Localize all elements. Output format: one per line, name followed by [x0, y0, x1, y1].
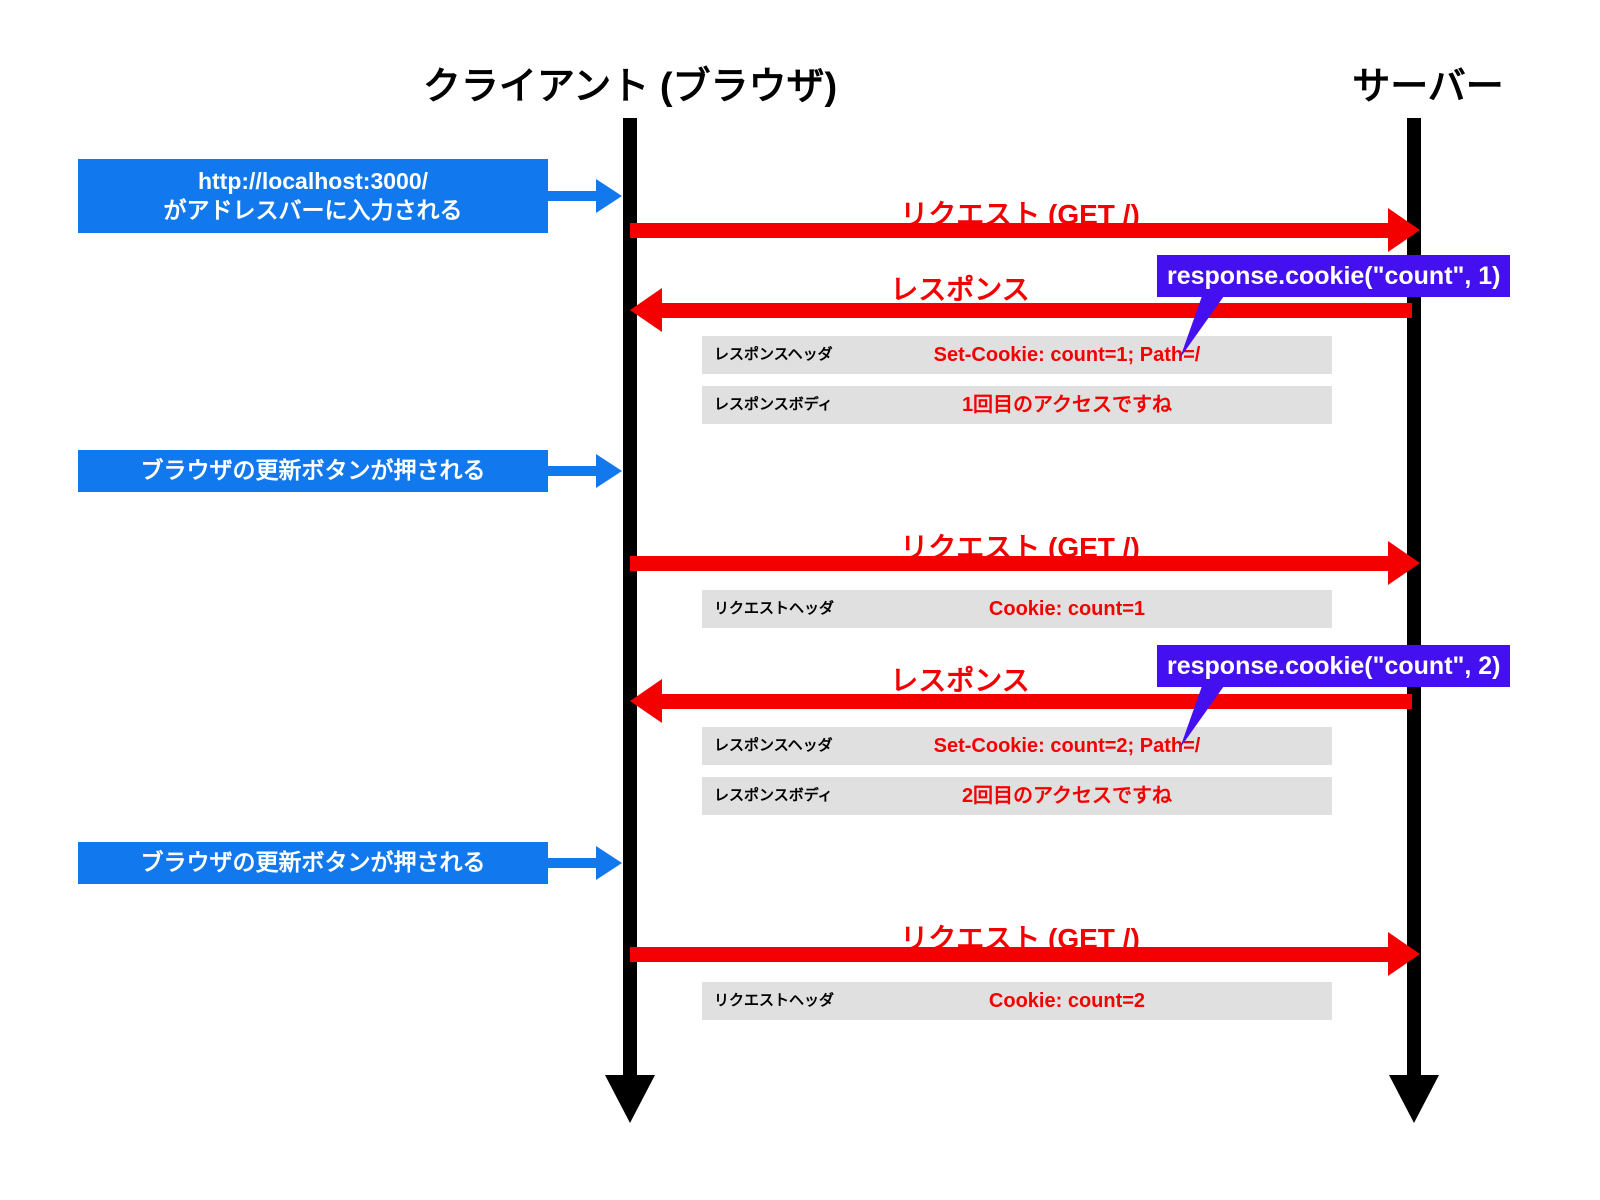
detail-row-label: リクエストヘッダ	[714, 992, 835, 1009]
detail-row-label: レスポンスボディ	[714, 787, 833, 804]
server-actor-title: サーバー	[1352, 66, 1504, 108]
message-label-response-1: レスポンス	[890, 274, 1030, 305]
callout-response-cookie-2: response.cookie("count", 2)	[1157, 645, 1510, 687]
detail-row-value: Cookie: count=2	[988, 990, 1146, 1012]
blue-note-arrowhead-icon-3	[596, 846, 622, 880]
callout-response-cookie-1: response.cookie("count", 1)	[1157, 255, 1510, 297]
blue-note-line-1: ブラウザの更新ボタンが押される	[140, 849, 486, 876]
blue-note-url-entered: http://localhost:3000/ がアドレスバーに入力される	[78, 159, 548, 233]
message-arrow-line-4	[662, 694, 1412, 709]
message-label-response-2: レスポンス	[890, 665, 1030, 696]
client-lifeline	[623, 118, 637, 1078]
client-lifeline-arrowhead-icon	[605, 1075, 655, 1123]
message-arrowhead-icon-1	[1388, 208, 1420, 252]
blue-note-line-2: がアドレスバーに入力される	[163, 197, 463, 223]
detail-row-label: リクエストヘッダ	[714, 600, 835, 617]
detail-row-value: Set-Cookie: count=1; Path=/	[933, 344, 1201, 366]
detail-row-label: レスポンスボディ	[714, 396, 833, 413]
blue-note-line-1: ブラウザの更新ボタンが押される	[140, 457, 486, 484]
blue-note-arrowhead-icon-2	[596, 454, 622, 488]
detail-row-label: レスポンスヘッダ	[714, 737, 833, 754]
detail-row-value: Cookie: count=1	[988, 598, 1146, 620]
detail-row-label: レスポンスヘッダ	[714, 346, 833, 363]
server-lifeline-arrowhead-icon	[1389, 1075, 1439, 1123]
blue-note-text: http://localhost:3000/ がアドレスバーに入力される	[78, 167, 548, 226]
detail-row-response-body-2: レスポンスボディ 2回目のアクセスですね	[702, 777, 1332, 815]
detail-row-value: Set-Cookie: count=2; Path=/	[933, 735, 1201, 757]
message-arrowhead-icon-4	[630, 679, 662, 723]
detail-row-value: 1回目のアクセスですね	[961, 394, 1173, 416]
blue-note-connector-2	[548, 466, 610, 476]
message-arrow-line-3	[630, 556, 1390, 571]
message-arrowhead-icon-2	[630, 288, 662, 332]
detail-row-request-header-1: リクエストヘッダ Cookie: count=1	[702, 590, 1332, 628]
detail-row-response-body-1: レスポンスボディ 1回目のアクセスですね	[702, 386, 1332, 424]
message-arrow-line-1	[630, 223, 1390, 238]
blue-note-refresh-2: ブラウザの更新ボタンが押される	[78, 842, 548, 884]
detail-row-value: 2回目のアクセスですね	[961, 785, 1173, 807]
blue-note-connector-3	[548, 858, 610, 868]
detail-row-response-header-2: レスポンスヘッダ Set-Cookie: count=2; Path=/	[702, 727, 1332, 765]
message-arrowhead-icon-5	[1388, 932, 1420, 976]
client-actor-title: クライアント (ブラウザ)	[422, 66, 838, 108]
message-arrowhead-icon-3	[1388, 541, 1420, 585]
blue-note-connector-1	[548, 191, 610, 201]
detail-row-response-header-1: レスポンスヘッダ Set-Cookie: count=1; Path=/	[702, 336, 1332, 374]
message-arrow-line-5	[630, 947, 1390, 962]
blue-note-arrowhead-icon-1	[596, 179, 622, 213]
message-arrow-line-2	[662, 303, 1412, 318]
server-lifeline	[1407, 118, 1421, 1078]
detail-row-request-header-2: リクエストヘッダ Cookie: count=2	[702, 982, 1332, 1020]
blue-note-refresh-1: ブラウザの更新ボタンが押される	[78, 450, 548, 492]
blue-note-line-1: http://localhost:3000/	[197, 167, 429, 194]
